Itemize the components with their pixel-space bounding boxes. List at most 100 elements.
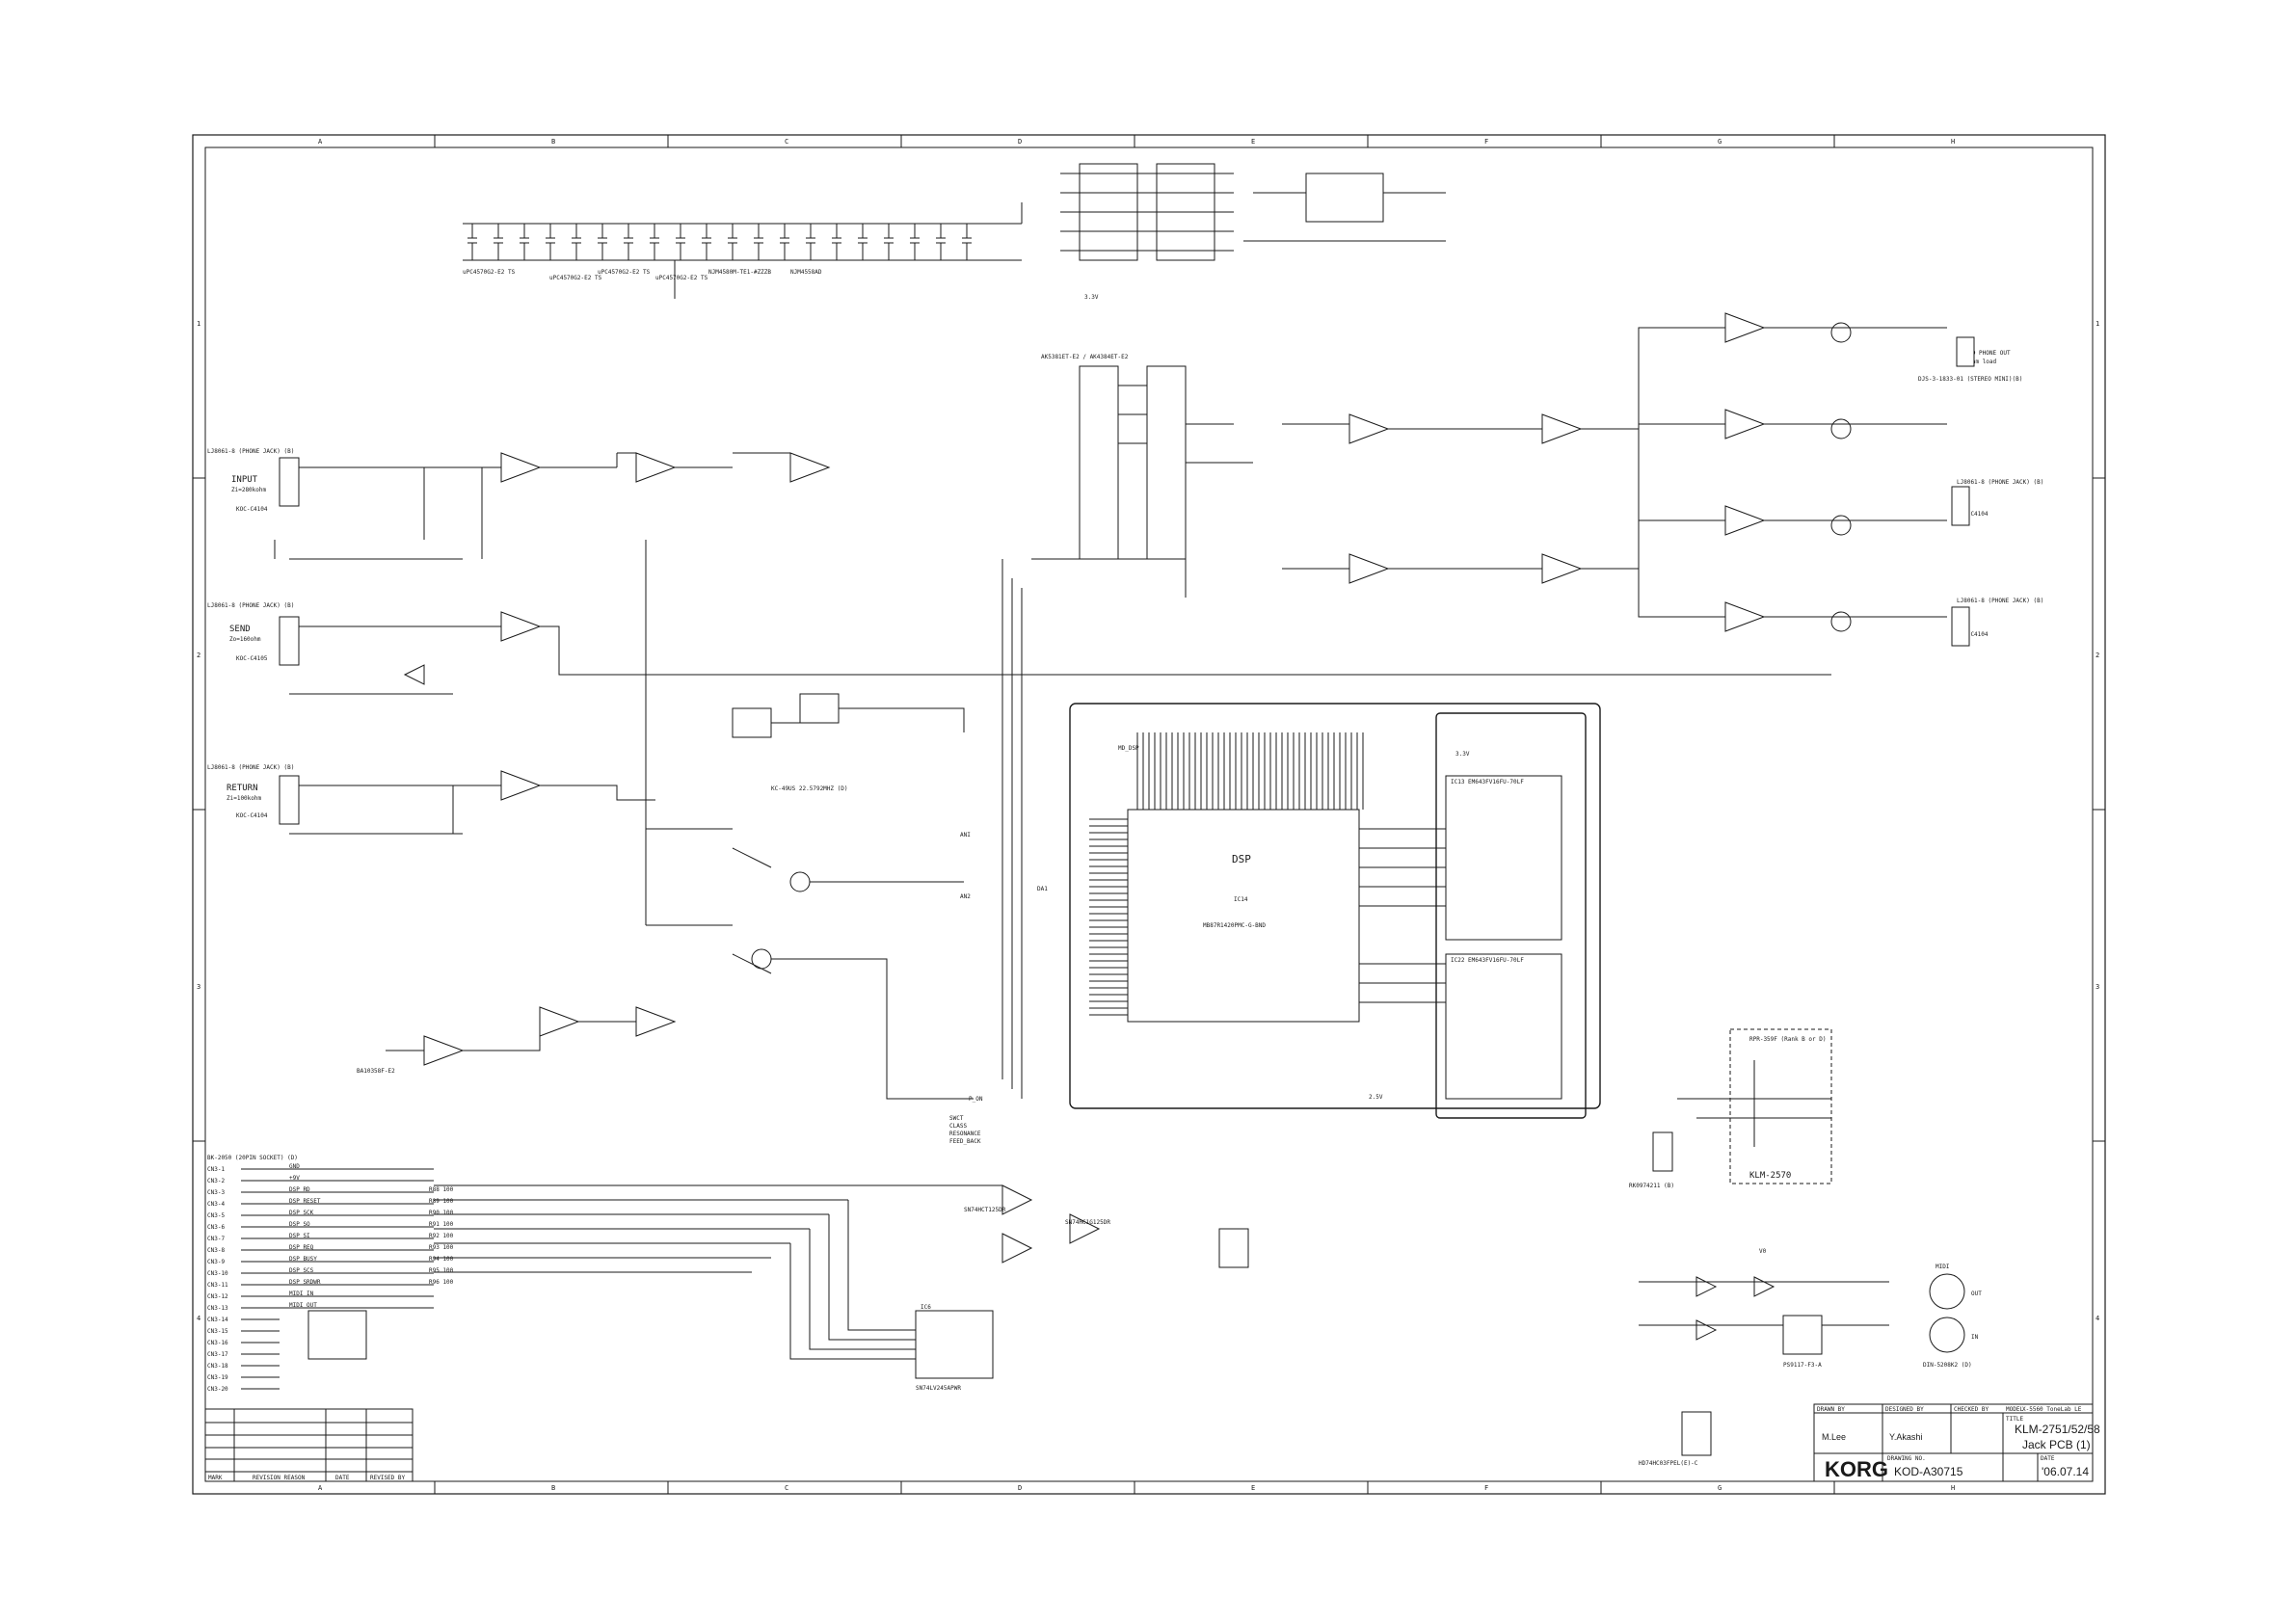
send-jack-imp: Zo=160ohm	[229, 636, 261, 643]
row-label: 2	[197, 652, 200, 659]
osc-part: KC-49US 22.5792MHZ (D)	[771, 785, 847, 792]
connector-pin-ref: CN3-8	[207, 1247, 225, 1254]
col-label: C	[785, 1484, 788, 1492]
ic1-part: SN74HCT125DR	[964, 1207, 1006, 1213]
connector-pin-ref: CN3-14	[207, 1317, 228, 1323]
connector-pin-ref: CN3-7	[207, 1236, 225, 1242]
title-line2: Jack PCB (1)	[2022, 1438, 2091, 1451]
connector-pin-ref: CN3-11	[207, 1282, 228, 1289]
dsp-area	[1069, 703, 1601, 1109]
connector-pin-resistor: R95 100	[429, 1267, 454, 1274]
ic3-part: HD74HC03FPEL(E)-C	[1639, 1460, 1698, 1467]
connector-pin-net: DSP_RD	[289, 1186, 310, 1193]
connector-pin-net: DSP_SO	[289, 1221, 310, 1228]
rails: 3.3V 3.3V 2.5V V0	[1084, 294, 1767, 1255]
decoupling-capacitor	[494, 224, 503, 260]
output-section: HEAD PHONE OUT 32ohm load DJS-3-1833-01 …	[1638, 312, 2043, 647]
return-section: LJ8061-8 (PHONE JACK) (B) RETURN Zi=100k…	[207, 764, 655, 835]
phones-jack	[1956, 336, 1975, 367]
col-label: G	[1718, 138, 1722, 146]
col-label: B	[551, 138, 555, 146]
date-label: DATE	[2041, 1455, 2055, 1462]
decoupling-capacitor	[676, 224, 685, 260]
connector-pin-ref: CN3-13	[207, 1305, 228, 1312]
revision-table: MARK REVISION REASON DATE REVISED BY	[204, 1408, 414, 1482]
midi-ref: MIDI	[1936, 1264, 1950, 1270]
decoupling-capacitor	[546, 224, 555, 260]
sdram2-part: IC22 EM643FV16FU-70LF	[1451, 957, 1524, 964]
phones-imp: 32ohm load	[1962, 359, 1997, 365]
connector-pin-resistor: R88 100	[429, 1186, 454, 1193]
connector-pin-net: GND	[289, 1163, 300, 1170]
checked-by-label: CHECKED BY	[1954, 1406, 1989, 1413]
return-jack-part: LJ8061-8 (PHONE JACK) (B)	[207, 764, 294, 771]
ic1c-chip	[1218, 1228, 1249, 1268]
connector-pin-ref: CN3-4	[207, 1201, 225, 1208]
decoupling-capacitor	[936, 224, 946, 260]
column-labels-top: A B C D E F G H	[318, 138, 1955, 146]
col-label: F	[1484, 138, 1488, 146]
date: '06.07.14	[2042, 1465, 2089, 1478]
decoupling-capacitor	[624, 224, 633, 260]
opamp-part: uPC4570G2-E2 TS	[549, 275, 602, 281]
feedback-section: BA10358F-E2	[357, 1006, 677, 1075]
control-net: SWCT	[949, 1115, 964, 1122]
designed-by-label: DESIGNED BY	[1885, 1406, 1924, 1413]
opamp-part: NJM4558AD	[790, 269, 822, 276]
decoupling-capacitor	[832, 224, 841, 260]
midi-section: PS9117-F3-A MIDI OUT IN DIN-5208K2 (D) H…	[1639, 1264, 1982, 1467]
col-label: C	[785, 138, 788, 146]
connector-pin-net: DSP_SI	[289, 1233, 310, 1239]
opamp-part: uPC4570G2-E2 TS	[598, 269, 651, 276]
out-l-jack	[1951, 486, 1970, 526]
klm2570-box	[1729, 1028, 1832, 1184]
out-r-jack	[1951, 606, 1970, 647]
row-labels-left: 1 2 3 4	[197, 320, 200, 1322]
drawn-by: M.Lee	[1822, 1432, 1846, 1442]
model-value: X-5560 ToneLab LE	[2022, 1406, 2082, 1413]
control-net: FEED_BACK	[949, 1138, 981, 1145]
connector-pin-resistor: R90 100	[429, 1210, 454, 1216]
out-l-part: LJ8061-8 (PHONE JACK) (B)	[1957, 479, 2043, 486]
col-label: E	[1251, 138, 1255, 146]
connector-pin-resistor: R93 100	[429, 1244, 454, 1251]
phones-code: DJS-3-1833-01 (STEREO MINI)(B)	[1918, 376, 2022, 383]
col-label: A	[318, 138, 323, 146]
dsp-name: DSP	[1232, 853, 1251, 865]
opamp-part: NJM4580M-TE1-#ZZZB	[708, 269, 771, 276]
midi-out-connector	[1929, 1273, 1965, 1310]
connector-pin-net: MIDI_IN	[289, 1290, 314, 1297]
decoupling-capacitor	[780, 224, 789, 260]
row-label: 2	[2096, 652, 2099, 659]
row-label: 1	[2096, 320, 2099, 328]
ic6-chip	[915, 1310, 994, 1379]
sheet-frame	[192, 134, 2106, 1495]
codec-part: AK5381ET-E2 / AK4384ET-E2	[1041, 354, 1129, 360]
connector-pin-ref: CN3-10	[207, 1270, 228, 1277]
input-jack-symbol	[279, 457, 300, 507]
capacitor-bank	[1060, 163, 1446, 261]
send-jack-symbol	[279, 616, 300, 666]
decoupling-capacitor	[962, 224, 972, 260]
connector-pin-ref: CN3-6	[207, 1224, 225, 1231]
rev-header: REVISION REASON	[253, 1475, 306, 1481]
rail-label: 3.3V	[1084, 294, 1099, 301]
connector-pin-resistor: R91 100	[429, 1221, 454, 1228]
designed-by: Y.Akashi	[1889, 1432, 1922, 1442]
out-r-part: LJ8061-8 (PHONE JACK) (B)	[1957, 598, 2043, 604]
decoupling-capacitor	[858, 224, 868, 260]
grid-ticks	[193, 135, 2105, 1494]
col-label: E	[1251, 1484, 1255, 1492]
decoupling-capacitor	[806, 224, 815, 260]
connector-pin-ref: CN3-16	[207, 1340, 228, 1346]
adc-chip	[1079, 365, 1119, 560]
connector-pin-ref: CN3-3	[207, 1189, 225, 1196]
row-label: 4	[2096, 1315, 2099, 1322]
rail-label: V0	[1759, 1248, 1767, 1255]
connector-pin-resistor: R96 100	[429, 1279, 454, 1286]
rail-label: 2.5V	[1369, 1094, 1383, 1101]
drawn-by-label: DRAWN BY	[1817, 1406, 1845, 1413]
decoupling-capacitor	[520, 224, 529, 260]
buffer-section: SN74HCT125DR SN74HC1G125DR IC6 SN74LV245…	[434, 1184, 1249, 1392]
optocoupler	[1782, 1315, 1823, 1355]
